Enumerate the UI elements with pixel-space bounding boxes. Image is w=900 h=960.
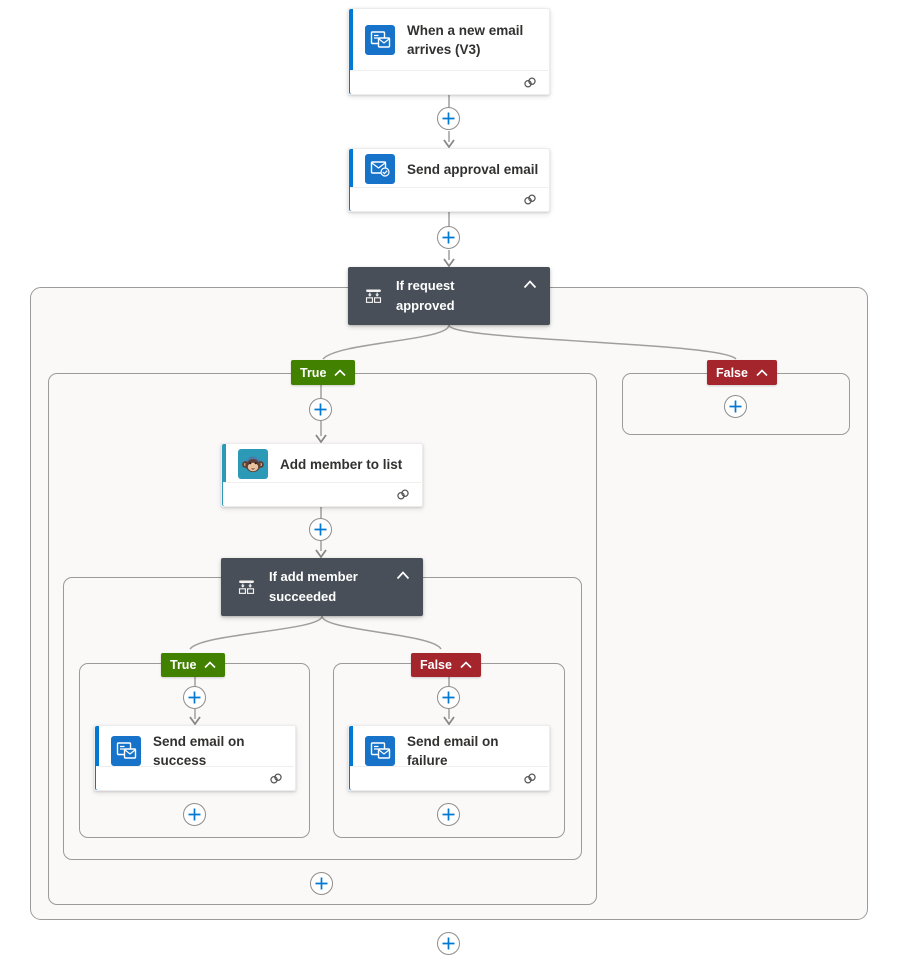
insert-step-button[interactable] [724,395,747,418]
outer-condition-card[interactable]: If request approved [348,267,550,325]
chevron-up-icon [460,661,472,669]
card-title: If request approved [396,278,455,313]
condition-branch-icon [238,580,255,594]
chevron-up-icon [523,280,537,289]
card-title: If add member succeeded [269,569,358,604]
card-accent [349,9,353,94]
insert-step-button[interactable] [437,107,460,130]
inner-condition-card[interactable]: If add member succeeded [221,558,423,616]
approval-email-icon [365,154,395,184]
condition-branch-icon [365,289,382,303]
plus-icon [315,877,328,890]
card-footer [96,766,294,790]
badge-label: False [420,658,452,672]
insert-step-button[interactable] [309,518,332,541]
insert-step-button[interactable] [309,398,332,421]
connection-link-icon [524,773,536,784]
badge-label: True [170,658,197,672]
card-title: Send approval email [407,161,539,177]
insert-step-button[interactable] [437,686,460,709]
chevron-up-icon [334,368,346,376]
chevron-up-icon [756,368,768,376]
connection-link-icon [524,194,536,205]
insert-step-button[interactable] [183,686,206,709]
insert-step-button[interactable] [437,932,460,955]
false-branch-badge[interactable]: False [411,653,481,677]
plus-icon [314,523,327,536]
outlook-email-icon [365,25,395,55]
plus-icon [188,808,201,821]
card-title: When a new email arrives (V3) [407,23,524,57]
badge-label: True [300,365,327,380]
plus-icon [442,691,455,704]
false-branch-badge[interactable]: False [707,360,777,385]
connection-link-icon [397,489,409,500]
badge-label: False [716,365,748,380]
card-accent [95,726,99,790]
plus-icon [442,112,455,125]
connection-link-icon [524,77,536,88]
card-footer [223,482,421,506]
true-branch-badge[interactable]: True [161,653,226,677]
card-title: Add member to list [280,456,403,472]
collapse-button[interactable] [395,568,411,580]
chevron-up-icon [396,571,410,580]
chevron-up-icon [204,661,216,669]
card-title: Send email on success [153,734,245,768]
card-accent [222,444,226,506]
card-footer [350,766,548,790]
plus-icon [442,808,455,821]
mailchimp-icon [238,449,268,479]
card-footer [350,70,548,94]
plus-icon [442,937,455,950]
insert-step-button[interactable] [437,803,460,826]
card-accent [349,149,353,211]
card-title: Send email on failure [407,734,499,768]
collapse-button[interactable] [522,277,538,289]
add-member-to-list-card[interactable]: Add member to list [221,443,423,507]
outlook-email-icon [365,736,395,766]
card-footer [350,187,548,211]
plus-icon [188,691,201,704]
card-accent [349,726,353,790]
insert-step-button[interactable] [183,803,206,826]
insert-step-button[interactable] [437,226,460,249]
plus-icon [442,231,455,244]
trigger-card[interactable]: When a new email arrives (V3) [348,8,550,95]
connection-link-icon [270,773,282,784]
insert-step-button[interactable] [310,872,333,895]
outlook-email-icon [111,736,141,766]
plus-icon [729,400,742,413]
true-branch-badge[interactable]: True [291,360,356,385]
send-email-on-failure-card[interactable]: Send email on failure [348,725,550,791]
send-email-on-success-card[interactable]: Send email on success [94,725,296,791]
plus-icon [314,403,327,416]
send-approval-email-card[interactable]: Send approval email [348,148,550,212]
